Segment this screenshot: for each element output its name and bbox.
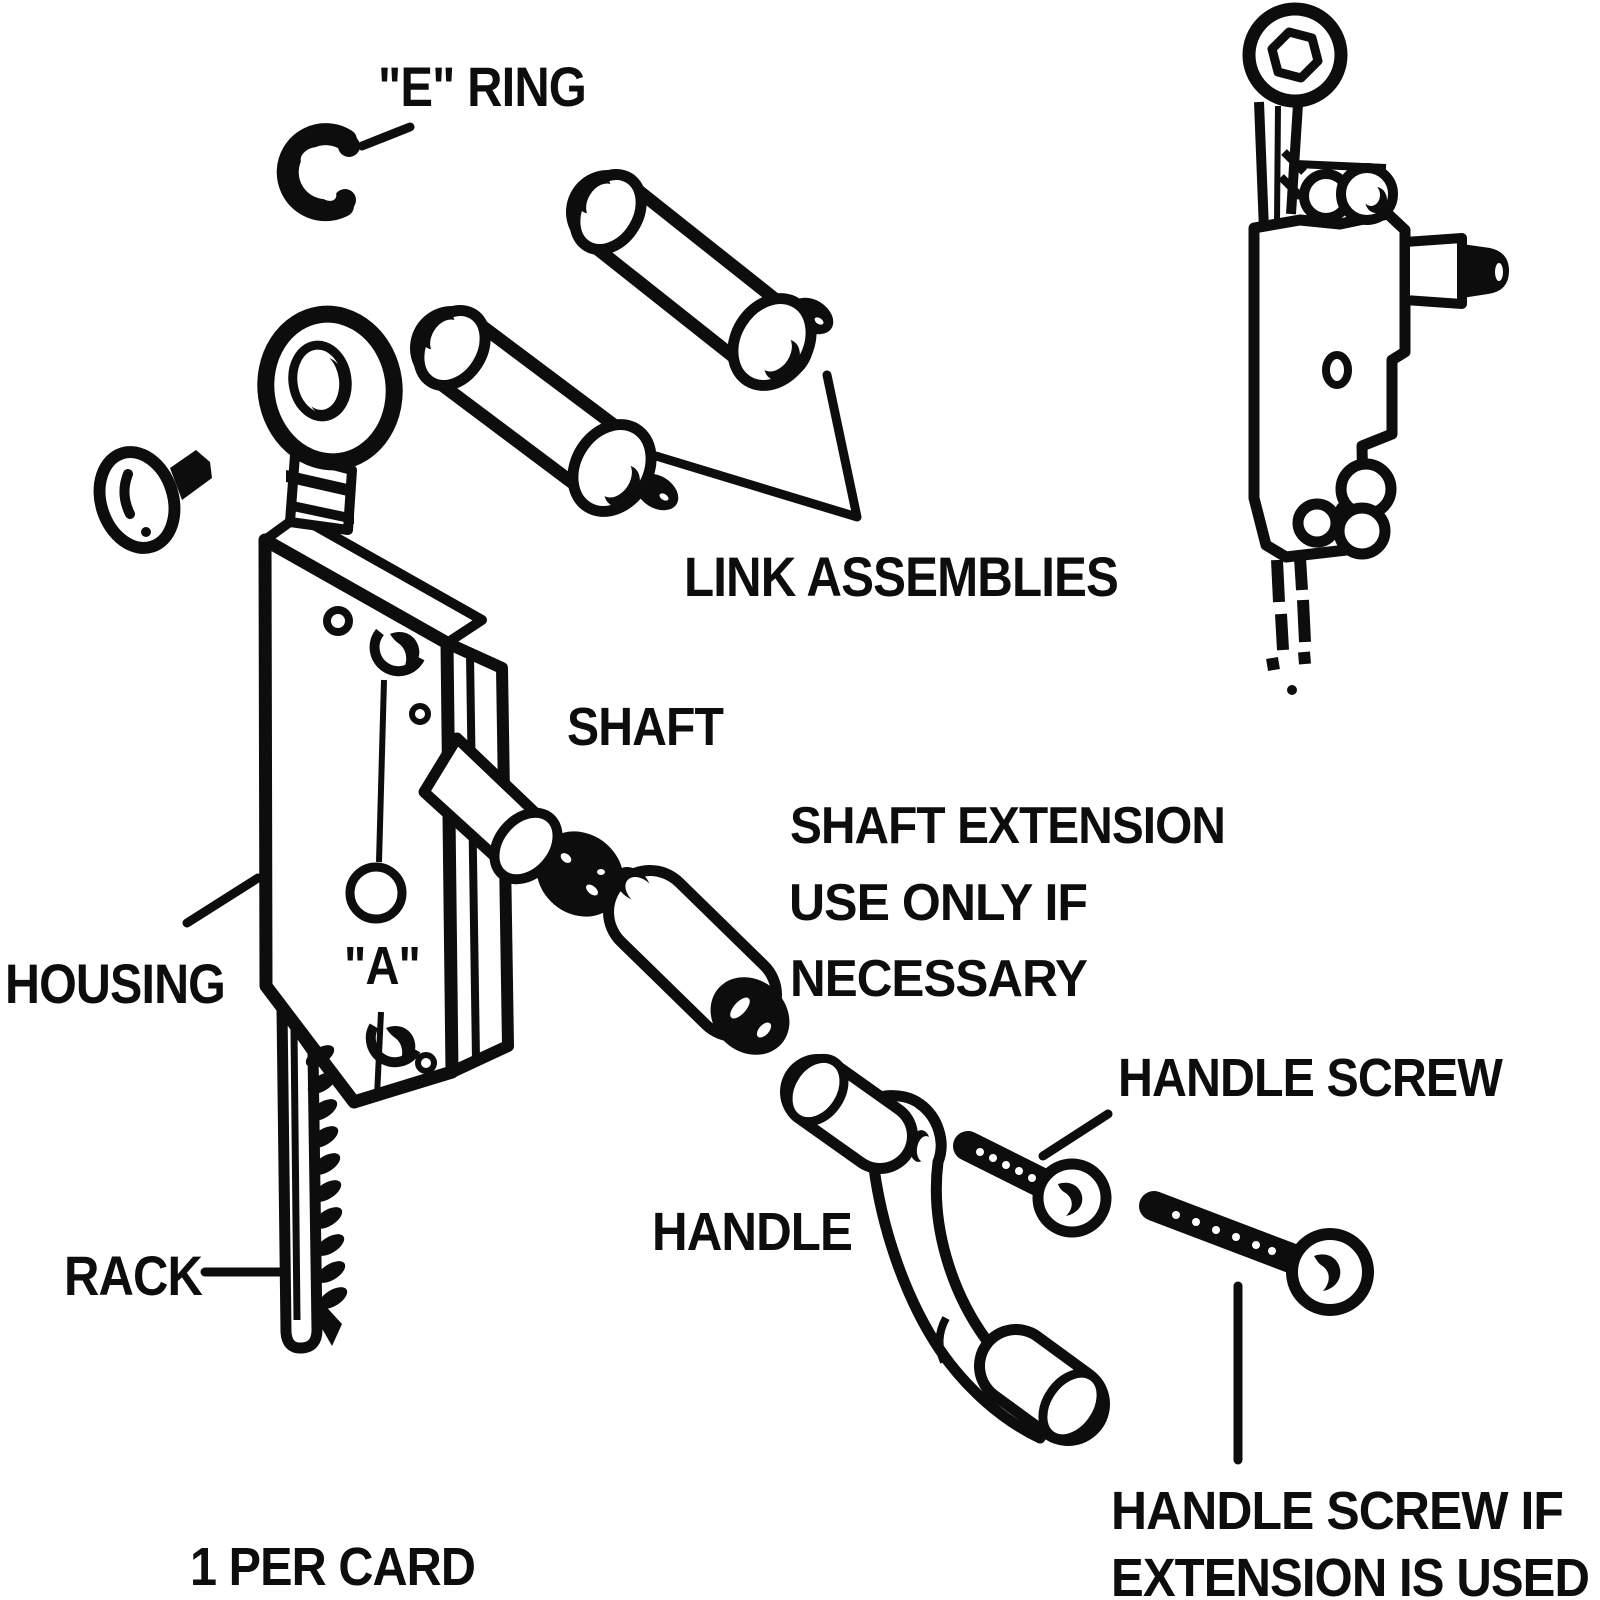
handle-part <box>780 1053 1110 1446</box>
mount-hole-top <box>323 606 353 636</box>
leader-link-assemblies <box>651 370 862 522</box>
handle-screw-long <box>1139 1191 1374 1316</box>
label-link-assemblies: LINK ASSEMBLIES <box>684 545 1118 608</box>
handle-knob-end <box>783 1053 849 1127</box>
link-assembly-lower <box>410 305 679 517</box>
leader-handle-screw <box>1038 1109 1113 1161</box>
label-dimension-a: "A" <box>344 936 420 996</box>
shaft-part <box>418 732 624 917</box>
label-handle: HANDLE <box>652 1202 852 1262</box>
e-ring-part <box>276 123 360 222</box>
label-e-ring: "E" RING <box>378 55 586 118</box>
label-rack: RACK <box>64 1244 202 1307</box>
label-handle-screw-ext-line1: HANDLE SCREW IF <box>1111 1481 1563 1541</box>
eye-bracket-part <box>257 305 403 535</box>
dimension-line-upper <box>376 679 387 863</box>
shaft-stub <box>1462 244 1509 298</box>
label-shaft: SHAFT <box>567 697 724 757</box>
link-assembly-upper <box>566 169 834 391</box>
label-housing: HOUSING <box>5 952 225 1015</box>
rack-hidden-dashes <box>1266 557 1311 671</box>
label-shaft-extension-line2: USE ONLY IF <box>789 874 1087 932</box>
rack-part <box>276 1002 348 1354</box>
housing-front-face <box>258 533 459 1109</box>
handle-screw-short <box>953 1131 1112 1238</box>
leader-e-ring <box>357 122 415 151</box>
labels: "E" RING LINK ASSEMBLIES SHAFT SHAFT EXT… <box>5 55 1590 1600</box>
label-shaft-extension-line3: NECESSARY <box>790 950 1087 1008</box>
leader-lines <box>182 122 1243 1465</box>
label-quantity-note: 1 PER CARD <box>190 1537 475 1597</box>
rack-teeth <box>305 1045 348 1309</box>
shaft-extension-part <box>603 865 790 1055</box>
dimension-point-a <box>345 862 407 924</box>
label-handle-screw: HANDLE SCREW <box>1118 1048 1503 1108</box>
shaft-boss <box>1400 233 1467 309</box>
hex-hole <box>1267 27 1323 83</box>
handle-grip-end <box>1038 1368 1106 1444</box>
assembled-operator-side-view <box>1242 2 1509 695</box>
extension-tip <box>710 977 790 1055</box>
leader-housing <box>182 873 263 928</box>
label-handle-screw-ext-line2: EXTENSION IS USED <box>1111 1548 1589 1600</box>
mounting-screw-part <box>93 446 212 554</box>
label-shaft-extension-line1: SHAFT EXTENSION <box>790 797 1225 855</box>
